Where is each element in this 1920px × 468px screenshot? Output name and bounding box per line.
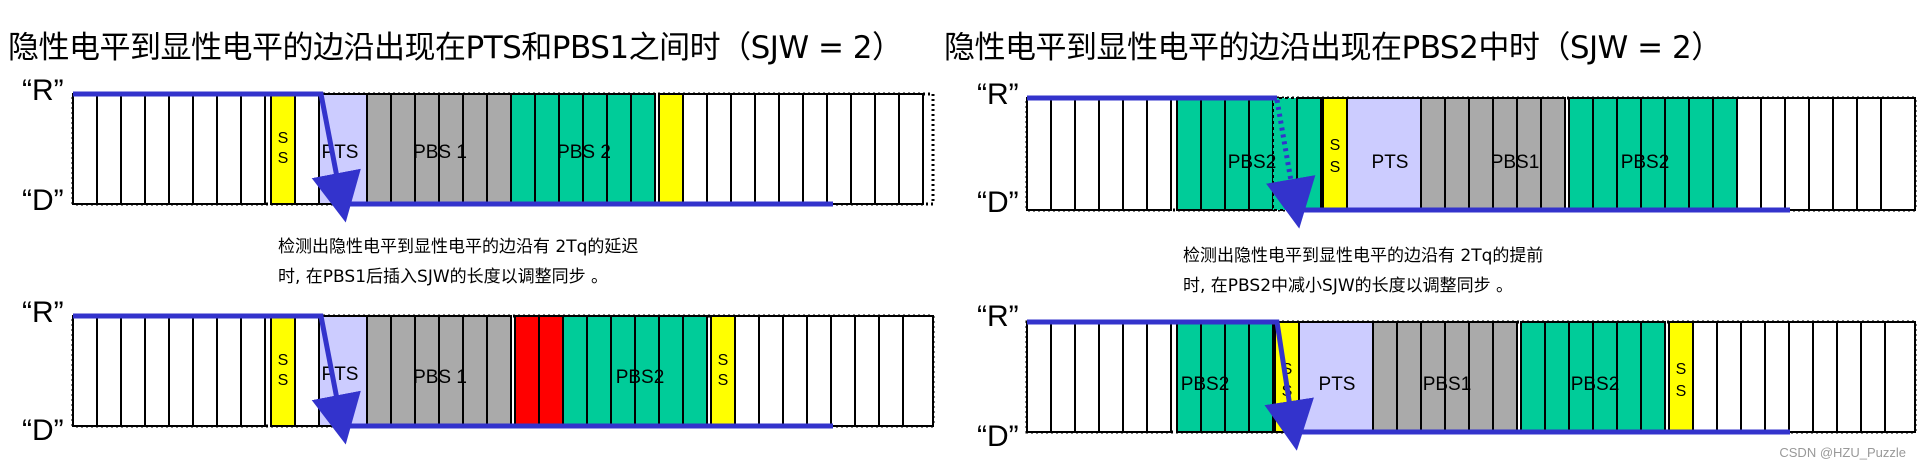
label-d-bottom-right: “D” [977,420,1019,453]
pts-label: PTS [322,364,359,385]
label-r-top-left: “R” [22,74,64,107]
label-r-top-right: “R” [977,78,1019,111]
pbs1-segment [1420,97,1566,211]
label-r-bottom-right: “R” [977,300,1019,333]
pbs1-label: PBS1 [1423,374,1472,395]
pbs2-segment [1520,321,1666,433]
ss-segment [270,93,296,205]
bit-row-bottom-right: S S S S PBS2 PTS PBS1 PBS2 [1025,319,1917,451]
note-left: 检测出隐性电平到显性电平的边沿有 2Tq的延迟 时, 在PBS1后插入SJW的长… [278,232,638,292]
ss-label: S [278,352,289,369]
note-right: 检测出隐性电平到显性电平的边沿有 2Tq的提前 时, 在PBS2中减小SJW的长… [1183,241,1543,301]
bit-row-top-left: S S PTS PBS 1 PBS 2 [71,91,935,223]
ss-label: S [718,372,729,389]
ss-label: S [1676,383,1687,400]
note-right-line1: 检测出隐性电平到显性电平的边沿有 2Tq的提前 [1183,246,1544,266]
ss-label: S [1330,159,1341,176]
signal-line [73,313,361,445]
ss-label: S [718,352,729,369]
signal-line [1027,319,1314,451]
pbs1-segment [366,93,512,205]
pbs1-label: PBS 1 [413,367,467,388]
bit-row-bottom-left: S S S S PTS PBS 1 PBS2 [71,313,935,445]
pts-label: PTS [1319,374,1356,395]
pts-label: PTS [1372,152,1409,173]
title-left: 隐性电平到显性电平的边沿出现在PTS和PBS1之间时（SJW = 2） [8,30,903,66]
pbs2-label: PBS2 [616,367,665,388]
label-r-bottom-left: “R” [22,296,64,329]
title-right: 隐性电平到显性电平的边沿出现在PBS2中时（SJW = 2） [944,30,1722,66]
ss-label: S [1676,361,1687,378]
pbs1-label: PBS1 [1491,152,1540,173]
sjw-segment [514,315,564,427]
ss-label: S [1330,137,1341,154]
pbs1-segment [1372,321,1518,433]
note-left-line2: 时, 在PBS1后插入SJW的长度以调整同步 。 [278,267,609,287]
label-d-top-left: “D” [22,184,64,217]
note-right-line2: 时, 在PBS2中减小SJW的长度以调整同步 。 [1183,276,1514,296]
note-left-line1: 检测出隐性电平到显性电平的边沿有 2Tq的延迟 [278,237,639,257]
ss-label: S [278,150,289,167]
ss-segment [710,315,736,427]
pbs2-label: PBS2 [1228,152,1277,173]
bit-row-top-right: S S PBS2 PTS PBS1 PBS2 [1025,95,1917,229]
pbs2-label: PBS2 [1571,374,1620,395]
pbs2-label: PBS2 [1621,152,1670,173]
pbs2-label: PBS 2 [557,142,611,163]
ss-label: S [1282,361,1293,378]
ss-label: S [278,130,289,147]
ss-segment [658,93,684,205]
ss-segment [1322,97,1348,211]
ss-segment [270,315,296,427]
pbs2-label: PBS2 [1181,374,1230,395]
pbs2-segment [510,93,656,205]
label-d-bottom-left: “D” [22,414,64,447]
label-d-top-right: “D” [977,186,1019,219]
pts-label: PTS [322,142,359,163]
ss-label: S [278,372,289,389]
watermark: CSDN @HZU_Puzzle [1779,445,1906,460]
signal-line [73,91,361,223]
pbs1-label: PBS 1 [413,142,467,163]
